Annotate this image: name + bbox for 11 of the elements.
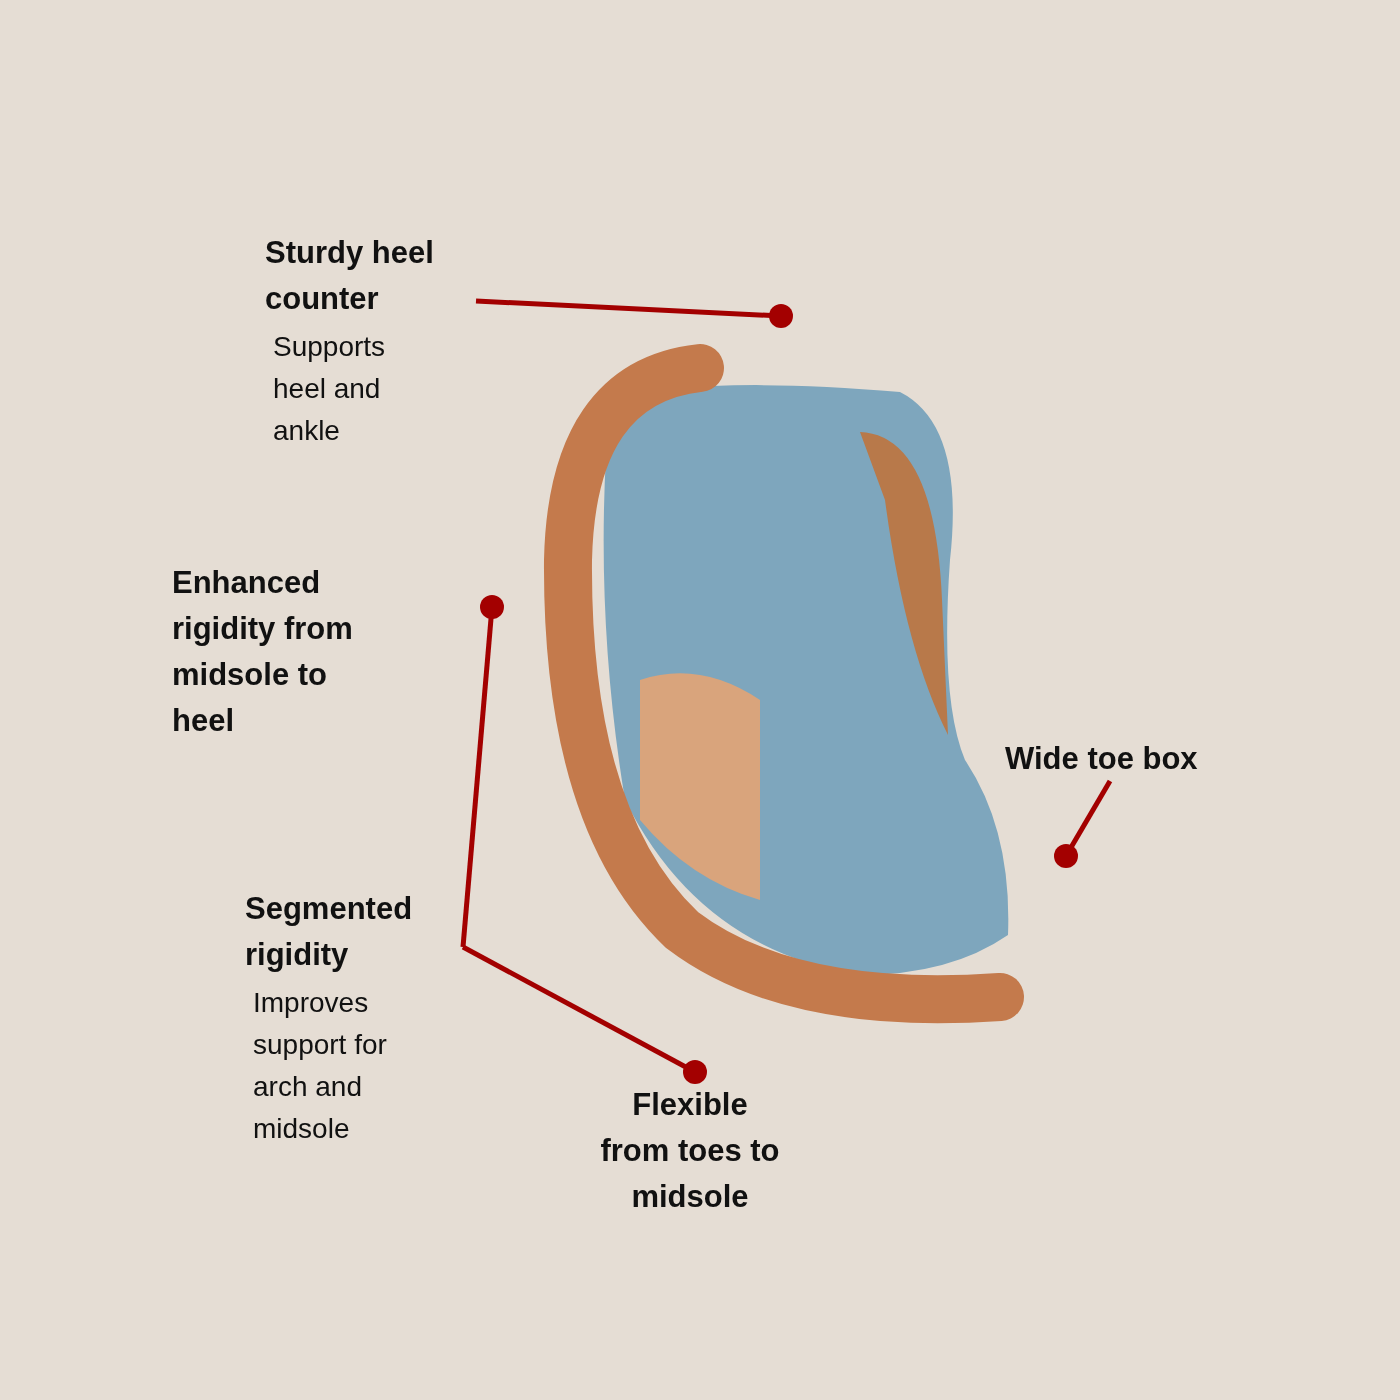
callout-heading: Wide toe box <box>1005 736 1245 782</box>
callout-text: Improves support for arch and midsole <box>253 986 388 1146</box>
callout-heading: Segmented rigidity <box>245 890 414 974</box>
callout-text: Supports heel and ankle <box>273 330 387 448</box>
leader-line <box>1054 779 1113 868</box>
callout-heading: Sturdy heel counter <box>265 234 435 318</box>
leader-line <box>461 944 707 1084</box>
leader-line <box>475 298 793 328</box>
callout-heading: Flexible from toes to midsole <box>600 1082 780 1220</box>
callout-heading: Enhanced rigidity from midsole to heel <box>172 560 492 744</box>
leader-line <box>460 595 504 948</box>
